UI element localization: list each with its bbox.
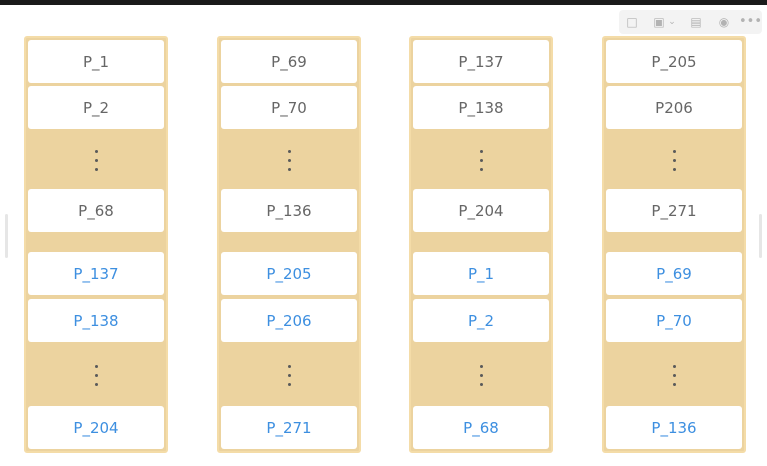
page-cell: P_138 [28,299,164,342]
page-cell: P_68 [413,406,549,449]
frame-icon[interactable]: ▣ [653,15,665,29]
toolbar: □ ▣ ⌄ ▤ ◉ ••• [619,10,762,34]
page-column-1: P_1 P_2 P_68 P_137 P_138 P_204 [24,36,168,453]
page-cell: P_2 [413,299,549,342]
more-icon[interactable]: ••• [739,14,763,29]
page-cell: P_69 [221,40,357,83]
page-cell: P_1 [413,252,549,295]
save-icon[interactable]: ▤ [690,15,702,29]
ellipsis-icon [221,344,357,406]
page-cell: P_69 [606,252,742,295]
page-cell: P_70 [606,299,742,342]
page-cell: P_271 [606,189,742,232]
ellipsis-icon [413,344,549,406]
page-cell: P_137 [28,252,164,295]
page-cell: P_205 [606,40,742,83]
page-cell: P_68 [28,189,164,232]
page-column-2: P_69 P_70 P_136 P_205 P_206 P_271 [217,36,361,453]
ellipsis-icon [28,131,164,189]
page-cell: P_138 [413,86,549,129]
page-cell: P_70 [221,86,357,129]
ellipsis-icon [413,131,549,189]
page-cell: P_204 [28,406,164,449]
page-cell: P_205 [221,252,357,295]
record-icon[interactable]: ◉ [718,15,730,29]
window-top-bar [0,0,767,5]
left-edge-handle[interactable] [5,214,8,258]
comment-icon[interactable]: □ [626,15,638,29]
right-edge-handle[interactable] [759,214,762,258]
chevron-down-icon[interactable]: ⌄ [668,17,676,27]
page-cell: P_1 [28,40,164,83]
page-cell: P_2 [28,86,164,129]
ellipsis-icon [28,344,164,406]
ellipsis-icon [606,344,742,406]
page-cell: P_206 [221,299,357,342]
ellipsis-icon [606,131,742,189]
page-cell: P206 [606,86,742,129]
page-cell: P_271 [221,406,357,449]
page-cell: P_136 [221,189,357,232]
page-column-4: P_205 P206 P_271 P_69 P_70 P_136 [602,36,746,453]
page-column-3: P_137 P_138 P_204 P_1 P_2 P_68 [409,36,553,453]
page-cell: P_204 [413,189,549,232]
ellipsis-icon [221,131,357,189]
page-cell: P_136 [606,406,742,449]
page-cell: P_137 [413,40,549,83]
